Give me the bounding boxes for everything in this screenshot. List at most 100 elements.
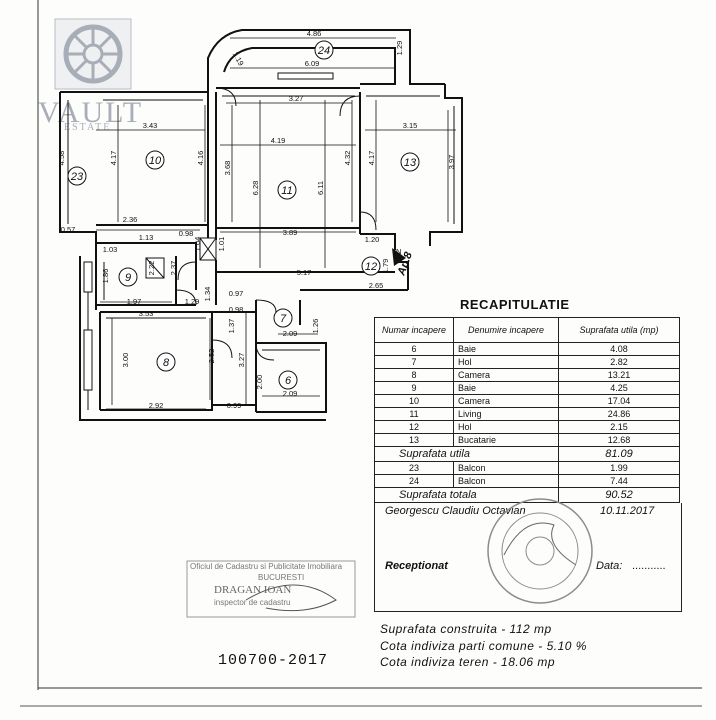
recap-cell: 12 [374, 420, 454, 434]
dimension-label: 4.86 [307, 29, 322, 38]
dimension-label: 1.26 [311, 319, 320, 334]
dimension-label: 3.89 [283, 228, 298, 237]
recap-cell: Baie [453, 342, 559, 356]
round-stamp-icon [487, 498, 593, 604]
dimension-label: 1.97 [127, 297, 142, 306]
recap-cell: Balcon [453, 474, 559, 488]
dimension-label: 3.27 [237, 353, 246, 368]
recap-cell: 1.99 [558, 461, 680, 475]
dimension-label: 1.13 [139, 233, 154, 242]
dimension-label: 1.79 [381, 259, 390, 274]
recap-cell: 7.44 [558, 474, 680, 488]
stamp-role: inspector de cadastru [214, 598, 291, 607]
recap-header-cell: Suprafata utila (mp) [558, 317, 680, 343]
author-date: 10.11.2017 [600, 505, 655, 517]
recap-cell: 10 [374, 394, 454, 408]
svg-text:10: 10 [149, 155, 162, 167]
total-row-value: 90.52 [558, 487, 680, 503]
watermark-sub: ESTATE [64, 122, 112, 133]
recap-cell: Camera [453, 368, 559, 382]
svg-text:8: 8 [163, 357, 170, 369]
recap-cell: 4.08 [558, 342, 680, 356]
room-number: 10 [145, 150, 165, 170]
dimension-label: 0.98 [179, 229, 194, 238]
dimension-label: 4.17 [367, 151, 376, 166]
dimension-label: 1.01 [217, 237, 226, 252]
recap-cell: Hol [453, 355, 559, 369]
svg-text:23: 23 [70, 171, 84, 183]
recap-cell: 24 [374, 474, 454, 488]
recap-cell: 17.04 [558, 394, 680, 408]
stamp-name: DRAGAN IOAN [214, 584, 292, 596]
dimension-label: 1.29 [395, 41, 404, 56]
dimension-label: 3.15 [403, 121, 418, 130]
stamp-line-1: Oficiul de Cadastru si Publicitate Imobi… [190, 562, 343, 571]
room-number: 24 [314, 40, 334, 60]
recap-cell: Balcon [453, 461, 559, 475]
signature-area [374, 503, 682, 612]
svg-text:13: 13 [404, 157, 417, 169]
apartment-label: Ap.8 [395, 250, 415, 278]
dimension-label: 1.19 [231, 50, 246, 67]
svg-text:12: 12 [365, 261, 377, 273]
stamp-line-2: BUCURESTI [258, 573, 305, 582]
recap-title: RECAPITULATIE [460, 297, 570, 312]
recap-cell: Bucatarie [453, 433, 559, 447]
dimension-label: 4.16 [196, 151, 205, 166]
room-number: 6 [278, 370, 298, 390]
dimension-label: 2.52 [207, 349, 216, 364]
dimension-label: 3.00 [121, 353, 130, 368]
dimension-label: 3.43 [143, 121, 158, 130]
dimension-label: 6.09 [305, 59, 320, 68]
vault-logo-icon [54, 18, 132, 90]
dimension-label: 0.99 [227, 401, 242, 410]
dimension-label: 1.37 [227, 319, 236, 334]
svg-text:9: 9 [125, 272, 131, 284]
recap-cell: 12.68 [558, 433, 680, 447]
common-share: Cota indiviza parti comune - 5.10 % [380, 639, 587, 653]
recap-cell: 24.86 [558, 407, 680, 421]
recap-header-cell: Denumire incapere [453, 317, 559, 343]
dimension-label: 2.92 [149, 401, 164, 410]
room-number: 13 [400, 152, 420, 172]
dimension-label: 6.28 [251, 181, 260, 196]
svg-text:24: 24 [317, 45, 330, 57]
dimension-label: 3.68 [223, 161, 232, 176]
room-number: 11 [277, 180, 297, 200]
recap-cell: Camera [453, 394, 559, 408]
dimension-label: 0.97 [229, 289, 244, 298]
recap-cell: 2.82 [558, 355, 680, 369]
util-row-label: Suprafata utila [374, 446, 559, 462]
dimension-label: 0.57 [61, 225, 76, 234]
recap-header-cell: Numar incapere [374, 317, 454, 343]
dimension-label: 4.19 [271, 136, 286, 145]
dimension-label: 1.04 [193, 237, 202, 252]
dimension-label: 3.97 [447, 155, 456, 170]
author-name: Georgescu Claudiu Octavian [385, 505, 526, 517]
watermark-brand: VAULT [38, 96, 144, 129]
room-number: 9 [118, 267, 138, 287]
dimension-label: 1.34 [203, 287, 212, 302]
dimension-label: 2.65 [369, 281, 384, 290]
recap-cell: 6 [374, 342, 454, 356]
constructed-area: Suprafata construita - 112 mp [380, 622, 552, 636]
room-number: 7 [273, 308, 293, 328]
recap-cell: 2.15 [558, 420, 680, 434]
dimension-label: 1.86 [101, 269, 110, 284]
dimension-label: 1.03 [103, 245, 118, 254]
data-label: Data: [596, 560, 623, 572]
recap-cell: 23 [374, 461, 454, 475]
dimension-label: 3.53 [139, 309, 154, 318]
